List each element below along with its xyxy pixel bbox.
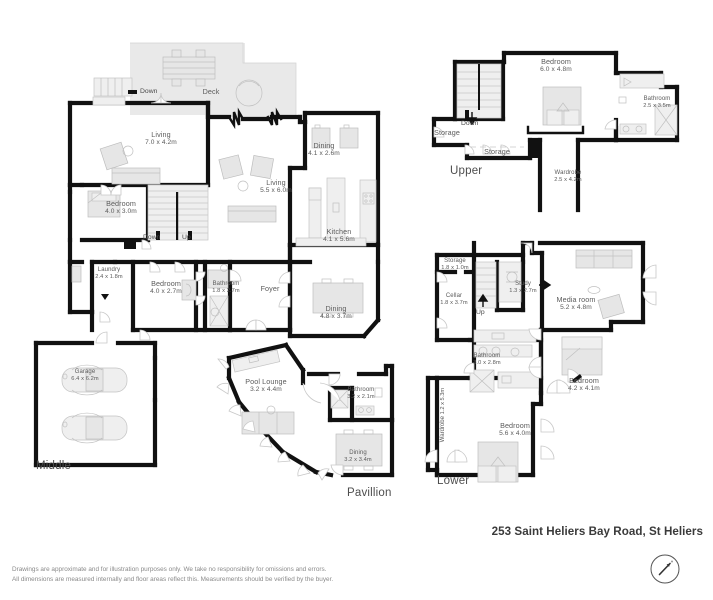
floor-lower [424,240,657,483]
disclaimer-line-2: All dimensions are measured internally a… [12,576,334,584]
car-icon [61,364,128,396]
floor-name-lower: Lower [437,475,470,487]
floor-name-pavillion: Pavillion [347,487,392,499]
page-title: 253 Saint Heliers Bay Road, St Heliers [491,525,703,538]
car-icon [61,412,128,444]
marker-up-lower: Up [476,309,485,316]
compass-icon [650,554,680,584]
marker-down-deck: Down [140,88,158,95]
disclaimer: Drawings are approximate and for illustr… [12,565,482,586]
stairs-middle [147,184,209,241]
room-label-wardrobe-l: Wardrobe 1.2 x 5.3m [440,387,446,443]
floor-name-upper: Upper [450,165,483,177]
deck-steps [93,77,137,97]
marker-up-stair: Up [182,234,191,241]
floor-upper [431,50,680,213]
marker-down-stair: Down [143,234,161,241]
floor-pavillion [216,342,395,481]
disclaimer-line-1: Drawings are approximate and for illustr… [12,566,327,573]
marker-down-upper: Down [461,120,479,127]
direction-arrows [466,112,552,307]
stairs-upper [456,63,502,119]
floor-middle [33,42,381,468]
floor-name-middle: Middle [36,460,72,472]
garage-block [33,331,158,468]
